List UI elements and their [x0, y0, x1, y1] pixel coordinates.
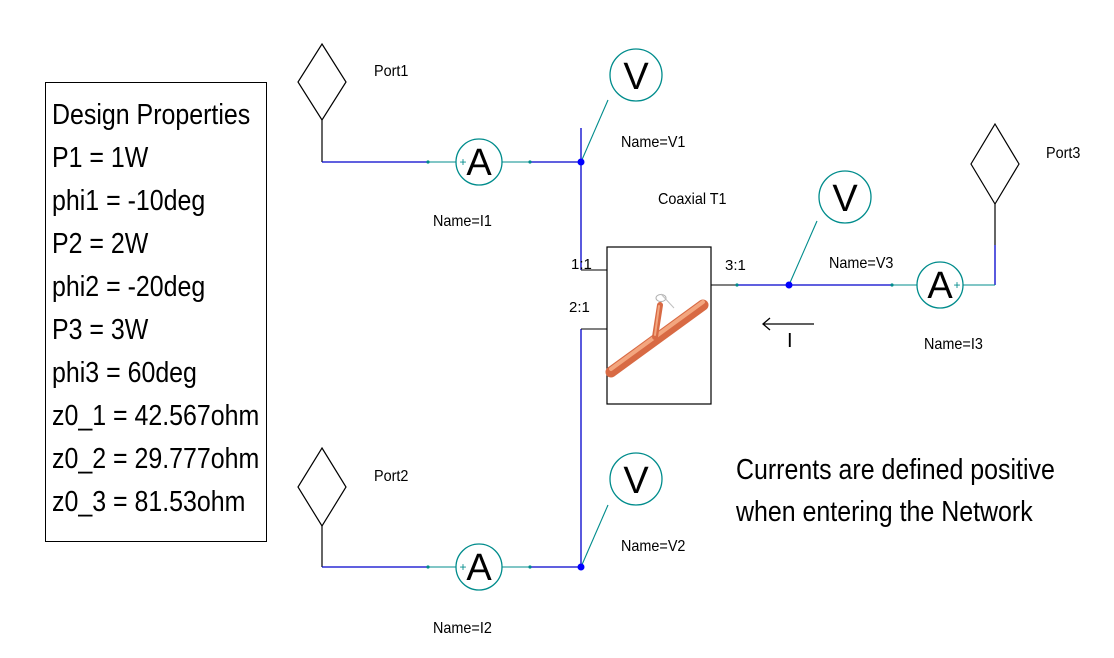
property-line: z0_1 = 42.567ohm	[52, 400, 260, 432]
component-name-label: Coaxial T1	[658, 191, 727, 208]
current-label: I	[787, 330, 793, 352]
ammeter-i1-symbol: A	[466, 142, 492, 184]
coax-cable-icon	[605, 293, 709, 378]
svg-text:+: +	[953, 278, 960, 292]
pin1-label: 1:1	[571, 256, 592, 273]
ammeter-i2[interactable]: A +	[455, 543, 503, 591]
property-line: P2 = 2W	[52, 228, 149, 260]
voltmeter-v3[interactable]: V	[818, 170, 872, 224]
voltmeter-v1-label: Name=V1	[621, 134, 686, 151]
svg-text:+: +	[459, 560, 466, 574]
ammeter-i1-label: Name=I1	[433, 213, 492, 230]
property-line: z0_3 = 81.53ohm	[52, 486, 246, 518]
ammeter-i3-label: Name=I3	[924, 336, 983, 353]
pin2-label: 2:1	[569, 299, 590, 316]
ammeter-i1[interactable]: A +	[455, 138, 503, 186]
property-line: phi1 = -10deg	[52, 185, 206, 217]
voltmeter-v3-symbol: V	[832, 178, 858, 220]
lead-junctions	[426, 160, 894, 569]
port3-label: Port3	[1046, 145, 1081, 162]
current-arrow	[762, 317, 814, 331]
property-line: P1 = 1W	[52, 142, 149, 174]
note-line-1: Currents are defined positive	[736, 454, 1055, 486]
voltmeter-v2-symbol: V	[623, 460, 649, 502]
ammeter-i2-symbol: A	[466, 547, 492, 589]
port1-symbol[interactable]	[297, 42, 347, 162]
voltmeter-v3-label: Name=V3	[829, 255, 894, 272]
port2-symbol[interactable]	[297, 446, 347, 567]
ammeter-i3[interactable]: A +	[916, 261, 964, 309]
voltmeter-v1[interactable]: V	[609, 48, 663, 102]
pin3-label: 3:1	[725, 257, 746, 274]
property-line: phi3 = 60deg	[52, 357, 197, 389]
port2-label: Port2	[374, 468, 409, 485]
pin-stubs	[581, 269, 737, 330]
property-line: phi2 = -20deg	[52, 271, 206, 303]
coaxial-t1-component[interactable]	[605, 246, 712, 405]
node-dots	[577, 158, 793, 571]
voltmeter-v1-symbol: V	[623, 56, 649, 98]
port1-label: Port1	[374, 63, 409, 80]
svg-text:+: +	[459, 155, 466, 169]
voltmeter-v2[interactable]: V	[609, 452, 663, 506]
port3-symbol[interactable]	[970, 122, 1020, 245]
meter-leads	[428, 99, 995, 568]
ammeter-i2-label: Name=I2	[433, 620, 492, 637]
property-line: P3 = 3W	[52, 314, 149, 346]
ammeter-i3-symbol: A	[927, 265, 953, 307]
design-properties-panel: Design Properties P1 = 1W phi1 = -10deg …	[45, 82, 267, 542]
note-line-2: when entering the Network	[736, 496, 1033, 528]
design-properties-title: Design Properties	[52, 99, 251, 131]
property-line: z0_2 = 29.777ohm	[52, 443, 260, 475]
voltmeter-v2-label: Name=V2	[621, 538, 686, 555]
wires	[322, 128, 996, 568]
